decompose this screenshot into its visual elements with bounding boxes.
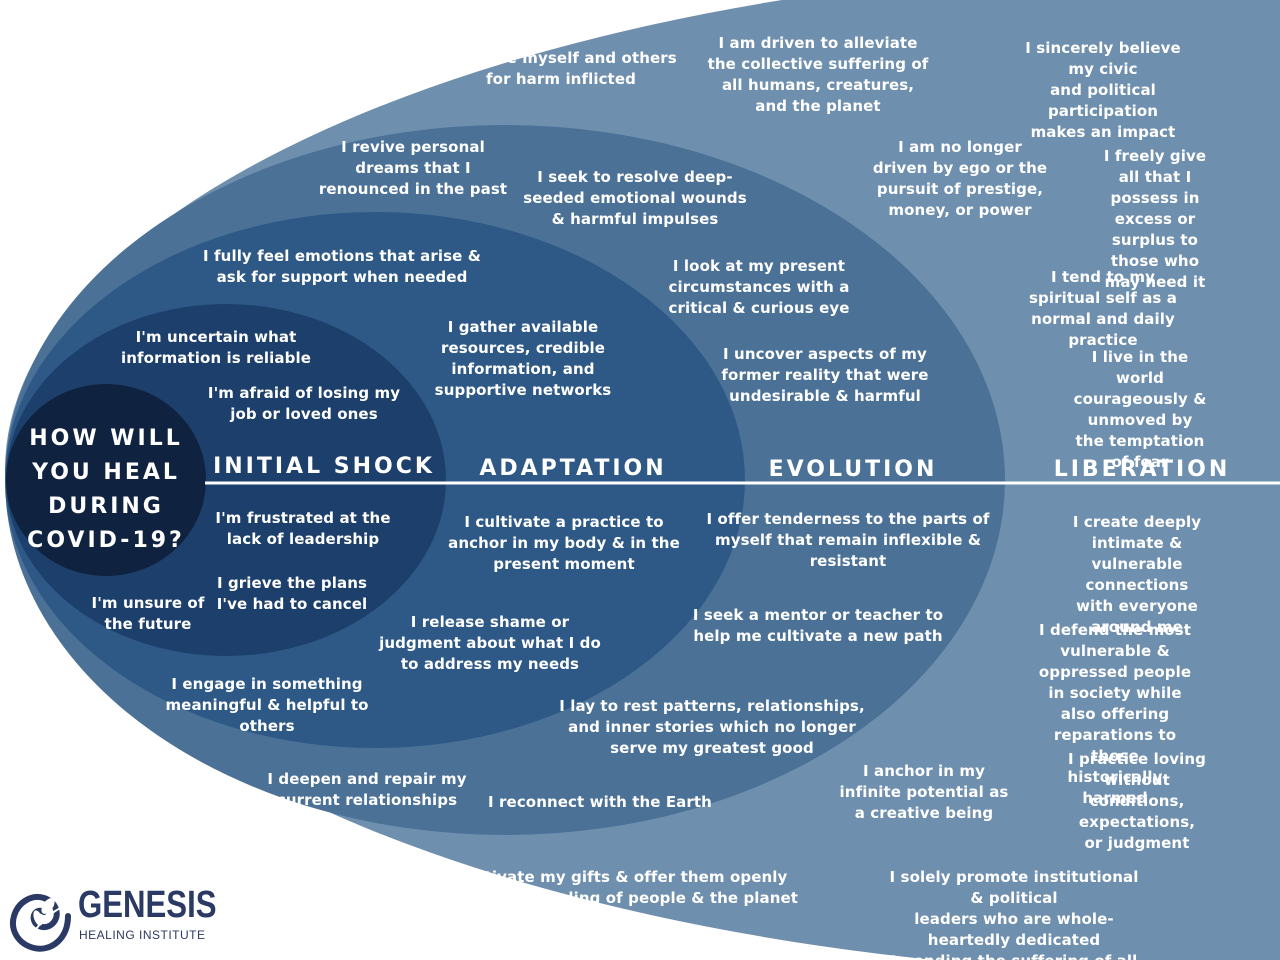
stage-title-evolution: EVOLUTION <box>768 457 938 482</box>
statement: I'm afraid of losing my job or loved one… <box>207 384 401 423</box>
statement: I anchor in my infinite potential as a c… <box>839 762 1009 822</box>
statement: I forgive myself and others for harm inf… <box>445 49 677 88</box>
statement: I tend to my spiritual self as a normal … <box>1029 268 1177 349</box>
statement: I reconnect with the Earth <box>488 793 712 811</box>
logo-subtitle: HEALING INSTITUTE <box>79 928 206 942</box>
statement: I'm unsure of the future <box>91 594 205 633</box>
statement: I am no longer driven by ego or the purs… <box>872 138 1048 219</box>
statement: I seek to resolve deep- seeded emotional… <box>523 168 747 228</box>
statement: I fully feel emotions that arise & ask f… <box>203 247 481 286</box>
statement: I solely promote institutional & politic… <box>889 868 1139 960</box>
statement: I revive personal dreams that I renounce… <box>318 138 508 198</box>
statement: I live in the world courageously & unmov… <box>1073 348 1207 471</box>
statement: I sincerely believe my civic and politic… <box>1025 39 1181 141</box>
statement: I deepen and repair my current relations… <box>267 770 467 809</box>
stage-title-liberation: LIBERATION <box>1053 457 1231 482</box>
center-question: HOW WILL YOU HEAL DURING COVID-19? <box>27 426 185 553</box>
statement: I defend the most vulnerable & oppressed… <box>1038 621 1192 807</box>
statement: I create deeply intimate & vulnerable co… <box>1072 513 1202 636</box>
statement: I gather available resources, credible i… <box>434 318 612 399</box>
statement: I lay to rest patterns, relationships, a… <box>559 697 865 757</box>
statement: I cultivate my gifts & offer them openly… <box>437 868 799 907</box>
statement: I look at my present circumstances with … <box>668 257 850 317</box>
statement: I seek a mentor or teacher to help me cu… <box>692 606 944 645</box>
statement: I'm uncertain what information is reliab… <box>121 328 311 367</box>
statement: I engage in something meaningful & helpf… <box>165 675 369 735</box>
statement: I'm frustrated at the lack of leadership <box>215 509 391 548</box>
statement: I cultivate a practice to anchor in my b… <box>448 513 680 573</box>
statement: I grieve the plans I've had to cancel <box>216 574 368 613</box>
ring-center <box>6 384 206 576</box>
stage-title-adaptation: ADAPTATION <box>479 456 667 481</box>
logo-name: GENESIS <box>78 884 217 926</box>
stage-title-initial-shock: INITIAL SHOCK <box>213 454 435 479</box>
statement: I freely give all that I possess in exce… <box>1103 147 1207 291</box>
statement: I uncover aspects of my former reality t… <box>721 345 929 405</box>
statement: I release shame or judgment about what I… <box>379 613 601 673</box>
statement: I practice loving without conditions, ex… <box>1067 750 1207 852</box>
statement: I offer tenderness to the parts of mysel… <box>706 510 990 570</box>
statement: I am driven to alleviate the collective … <box>707 34 929 115</box>
nautilus-leaf-icon <box>10 894 71 952</box>
